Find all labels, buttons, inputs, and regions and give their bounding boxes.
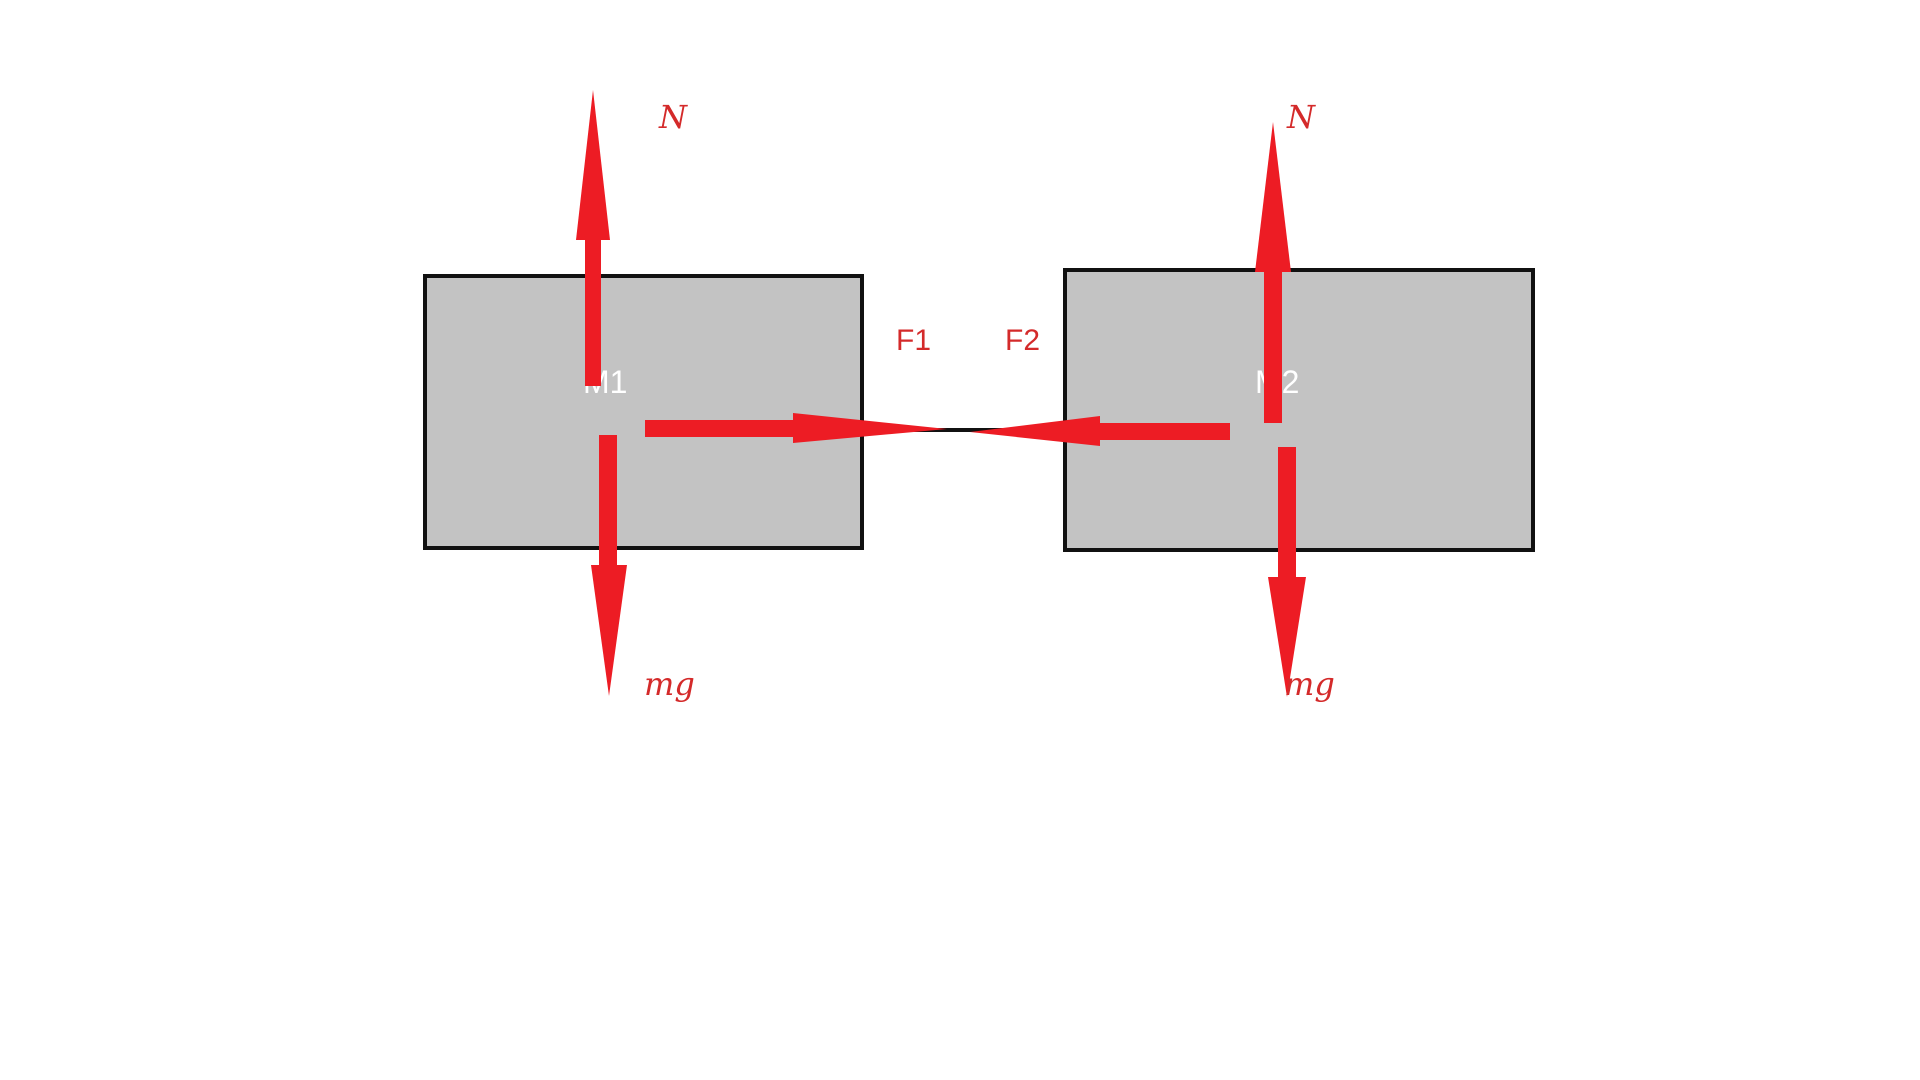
block-m2: M2 [1063,268,1535,552]
weight-arrow-icon [1268,447,1306,697]
block-m2-weight-label: mg [1284,665,1335,703]
normal-force-arrow-icon [1255,122,1291,423]
block-m1-tension-label: F1 [896,324,931,357]
block-m2-normal-label: N [1286,98,1316,136]
block-m2-tension-label: F2 [1005,324,1040,357]
tension-arrow-icon [970,416,1230,446]
block-m1-body [423,274,864,550]
weight-arrow-icon [591,435,627,696]
block-m2-body [1063,268,1535,552]
block-m1: M1 [423,274,864,550]
tension-arrow-icon [645,413,947,443]
block-m1-normal-label: N [658,98,688,136]
normal-force-arrow-icon [576,90,610,386]
block-m1-weight-label: mg [644,665,695,703]
